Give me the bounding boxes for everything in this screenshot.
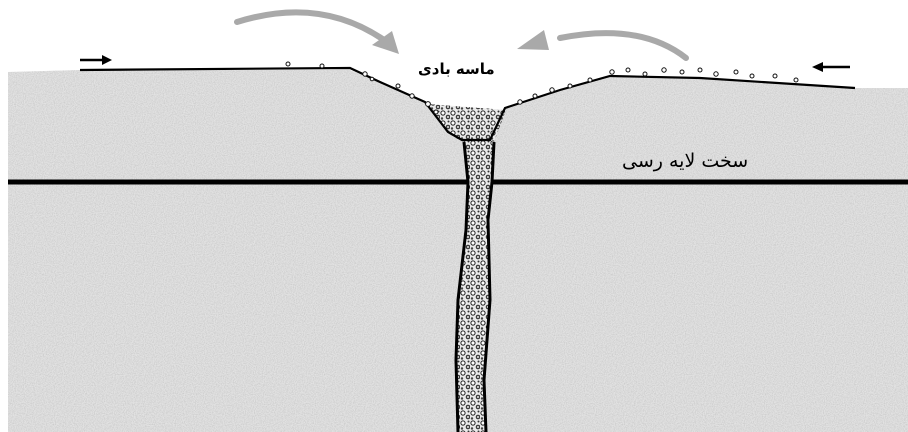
right-wind-arrow xyxy=(812,62,850,72)
right-curved-deposition-arrow xyxy=(517,30,686,58)
hard-clay-layer-label: سخت لایه رسی xyxy=(622,150,748,172)
wind-sand-label: ماسه بادی xyxy=(418,60,495,78)
left-wind-arrow xyxy=(80,55,112,65)
left-curved-deposition-arrow xyxy=(237,12,399,54)
